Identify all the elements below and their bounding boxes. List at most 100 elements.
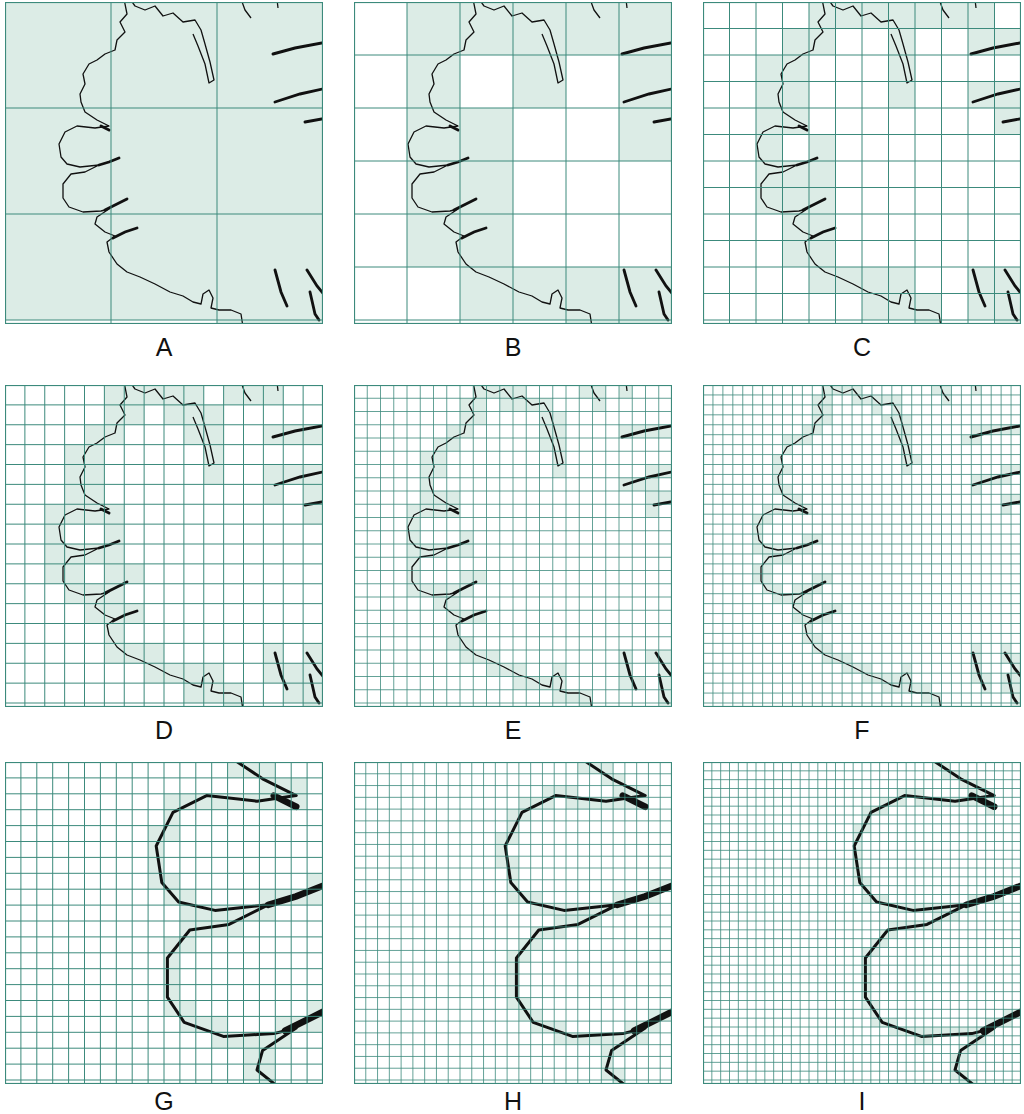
grid-line [291,762,292,1084]
panel-label: C [853,333,871,361]
occupied-cell [1011,653,1021,663]
grid-line [20,762,21,1084]
grid-line [5,320,323,321]
occupied-cell [862,663,872,673]
occupied-cell [773,465,783,475]
grid-line [5,1032,323,1033]
fissure-line [275,270,287,306]
occupied-cell [407,571,420,584]
grid-line [703,394,1021,395]
grid-line [5,1048,323,1049]
fissure-line [462,228,486,238]
occupied-cell [420,491,433,504]
grid-line [354,650,672,651]
occupied-cell [531,892,543,904]
grid-line [703,788,1021,789]
grid-line [530,762,531,1084]
grid-line [852,385,853,707]
colony-outline [939,385,949,401]
occupied-cell [85,425,105,445]
occupied-cell [783,108,810,135]
occupied-cell [812,633,822,643]
grid-line [179,762,180,1084]
occupied-cell [646,504,659,517]
grid-line [5,825,323,826]
grid-line [703,55,1021,56]
box-count-svg [703,762,1021,1084]
occupied-cell [862,267,889,294]
colony-outline [156,762,323,1084]
grid-line [703,320,1021,321]
grid-line [100,762,101,1084]
fissure-line [273,425,323,437]
occupied-cell [263,643,283,663]
panel-label: E [505,716,522,744]
occupied-cell [968,82,995,109]
grid-line [703,28,1021,29]
grid-line [901,385,902,707]
grid-line [703,534,1021,535]
grid-line [354,663,672,664]
occupied-cell [836,2,863,29]
grid-line [5,857,323,858]
grid-line [613,762,614,1084]
grid-line [703,673,1021,674]
occupied-cell [756,188,783,215]
occupied-cell [783,29,810,56]
grid-line [354,773,672,774]
grid-line [703,504,1021,505]
grid-line [1011,385,1012,707]
occupied-cell [495,856,507,868]
grid-line [592,385,593,707]
occupied-cell [180,1001,196,1017]
fissure-line [273,42,323,54]
fissure-line [634,1000,672,1031]
fissure-line [274,796,296,807]
grid-line [648,762,649,1084]
occupied-cell [872,395,882,405]
occupied-cell [995,29,1022,56]
occupied-cell [460,544,473,557]
grid-line [84,385,85,707]
grid-line [579,385,580,707]
grid-line [483,762,484,1084]
grid-line [354,856,672,857]
grid-line [5,524,323,525]
grid-line [703,663,1021,664]
grid-line [5,563,323,564]
occupied-cell [5,214,111,320]
grid-line [752,385,753,707]
panel-label-holder: D [5,715,323,745]
grid-line [703,404,1021,405]
fissure-line [811,611,835,621]
grid-line [703,850,1021,851]
fissure-line [310,675,319,703]
grid-line [354,1032,672,1033]
occupied-cell [184,385,204,405]
grid-line [703,1053,1021,1054]
occupied-cell [217,214,323,320]
colony-outline [505,762,672,1084]
occupied-cell [809,135,836,162]
grid-line [991,385,992,707]
occupied-cell [291,778,307,794]
colony-outline [130,385,214,466]
grid-line [203,385,204,707]
grid-line [354,974,672,975]
occupied-cell [812,415,822,425]
grid-line [658,385,659,707]
grid-line [703,868,1021,869]
occupied-cell [180,905,196,921]
occupied-cell [995,294,1022,321]
grid-line [354,544,672,545]
occupied-cell [619,108,672,161]
grid-line [722,385,723,707]
grid-line [703,593,1021,594]
grid-line [354,636,672,637]
occupied-cell [184,663,204,683]
grid-line [703,806,1021,807]
occupied-cell [912,455,922,465]
grid-panel [703,385,1021,707]
grid-line [792,385,793,707]
grid-line [354,844,672,845]
